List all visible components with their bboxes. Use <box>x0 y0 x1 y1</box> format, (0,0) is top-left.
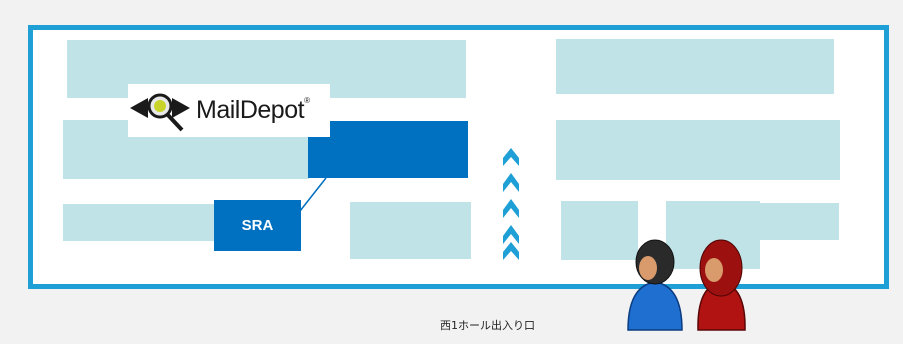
entrance-label: 西1ホール出入り口 <box>440 319 535 332</box>
logo-wordmark: MailDepot <box>196 96 305 124</box>
maildepot-booth[interactable] <box>308 121 468 178</box>
magnifier-envelope-icon <box>130 93 190 131</box>
person-male-icon <box>627 239 683 331</box>
booth-connector-line <box>299 177 327 212</box>
booth-top-right <box>556 39 834 94</box>
booth-bottom-right-c <box>760 203 839 240</box>
registered-mark: ® <box>304 96 310 105</box>
booth-bottom-right-a <box>561 201 638 260</box>
booth-bottom-left <box>63 204 215 241</box>
booth-bottom-center <box>350 202 471 259</box>
chevron-up-arrows-icon <box>503 148 519 260</box>
booth-middle-right <box>556 120 840 180</box>
maildepot-logo: MailDepot® <box>128 84 330 137</box>
sra-booth[interactable]: SRA <box>214 200 301 251</box>
sra-booth-label: SRA <box>241 217 274 234</box>
person-female-icon <box>697 239 746 331</box>
maildepot-logo-text: MailDepot® <box>196 96 310 125</box>
